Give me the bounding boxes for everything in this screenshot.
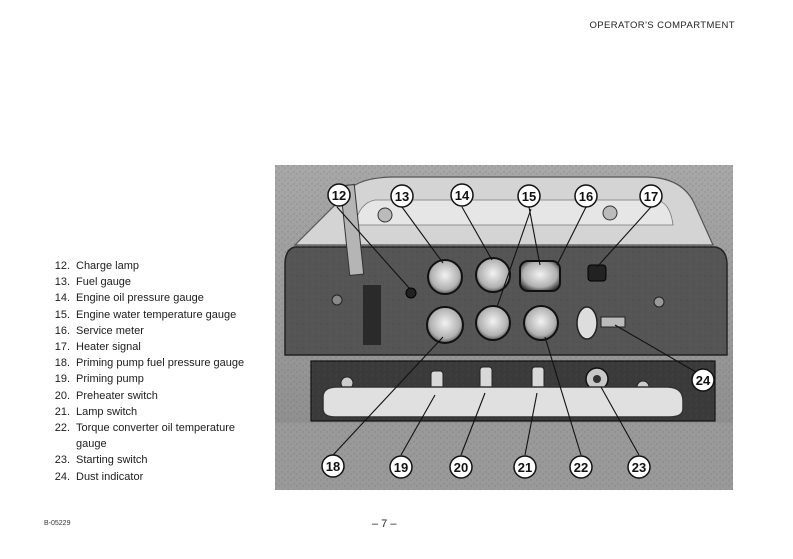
legend-item: 16. Service meter — [44, 323, 266, 339]
legend-number: 14. — [54, 292, 70, 305]
charge-lamp — [405, 287, 417, 299]
legend-number: 12. — [54, 260, 70, 272]
legend-number: 17. — [54, 341, 70, 354]
svg-text:24: 24 — [696, 373, 711, 388]
legend-label: Engine oil pressure gauge — [76, 292, 204, 305]
svg-text:14: 14 — [455, 188, 470, 203]
svg-text:20: 20 — [454, 460, 468, 475]
dust-indicator — [576, 306, 598, 340]
callout-20: 20 — [449, 455, 473, 479]
legend-label: Priming pump fuel pressure gauge — [76, 357, 245, 370]
svg-text:17: 17 — [644, 189, 658, 204]
legend-item: 24. Dust indicator — [44, 469, 266, 485]
svg-text:16: 16 — [579, 189, 593, 204]
legend-label: Dust indicator — [76, 470, 144, 483]
legend-item: 14. Engine oil pressure gauge — [44, 290, 266, 306]
svg-text:12: 12 — [332, 188, 346, 203]
svg-text:13: 13 — [395, 189, 409, 204]
legend-label: Charge lamp — [76, 260, 139, 272]
callout-24: 24 — [691, 368, 715, 392]
legend-number: 18. — [54, 357, 70, 370]
document-code: B-05229 — [44, 520, 71, 527]
fuel-gauge — [427, 259, 463, 295]
legend-number: 22. — [54, 422, 70, 435]
legend-label: Preheater switch — [76, 389, 158, 402]
page-number: – 7 – — [372, 518, 397, 530]
callout-16: 16 — [574, 184, 598, 208]
svg-text:19: 19 — [394, 460, 408, 475]
svg-text:21: 21 — [518, 460, 532, 475]
legend-label: Lamp switch — [76, 405, 138, 418]
legend-number: 15. — [54, 308, 70, 321]
leader-lines — [332, 206, 702, 456]
callout-15: 15 — [517, 184, 541, 208]
legend-number: 16. — [54, 324, 70, 337]
legend-item: 22. Torque converter oil temperature gaug… — [44, 420, 266, 452]
svg-text:15: 15 — [522, 189, 536, 204]
svg-text:23: 23 — [632, 460, 646, 475]
callout-19: 19 — [389, 455, 413, 479]
priming-pump-fuel-pressure-gauge-dial — [426, 306, 464, 344]
legend-label: Starting switch — [76, 454, 148, 467]
upper-gauges — [331, 257, 665, 308]
parts-legend: 12. Charge lamp 13. Fuel gauge 14. Engine o… — [44, 258, 266, 485]
legend-item: 17. Heater signal — [44, 339, 266, 355]
legend-number: 23. — [54, 454, 70, 467]
legend-number: 13. — [54, 276, 70, 289]
legend-number: 24. — [54, 470, 70, 483]
callout-23: 23 — [627, 455, 651, 479]
heater-signal-lamp — [587, 264, 607, 282]
callout-14: 14 — [450, 183, 474, 207]
section-header: OPERATOR'S COMPARTMENT — [589, 20, 735, 31]
legend-item: 15. Engine water temperature gauge — [44, 307, 266, 323]
svg-text:22: 22 — [574, 460, 588, 475]
callout-13: 13 — [390, 184, 414, 208]
legend-label: Priming pump — [76, 373, 144, 386]
callout-22: 22 — [569, 455, 593, 479]
legend-item: 19. Priming pump — [44, 371, 266, 387]
legend-item: 13. Fuel gauge — [44, 274, 266, 290]
legend-label: Torque converter oil temperature gauge — [76, 422, 235, 451]
legend-number: 21. — [54, 405, 70, 418]
legend-item: 21. Lamp switch — [44, 404, 266, 420]
callout-21: 21 — [513, 455, 537, 479]
instrument-panel-photo: 12 13 14 15 16 17 18 19 20 21 22 23 24 — [275, 165, 733, 490]
legend-label: Service meter — [76, 324, 144, 337]
svg-text:18: 18 — [326, 459, 340, 474]
legend-label: Engine water temperature gauge — [76, 308, 237, 321]
legend-label: Fuel gauge — [76, 276, 132, 289]
engine-oil-pressure-gauge — [475, 257, 511, 293]
legend-label: Heater signal — [76, 341, 141, 354]
callout-12: 12 — [327, 183, 351, 207]
legend-number: 19. — [54, 373, 70, 386]
legend-item: 18. Priming pump fuel pressure gauge — [44, 355, 266, 371]
lower-gauges — [426, 305, 626, 344]
legend-item: 23. Starting switch — [44, 452, 266, 468]
legend-number: 20. — [54, 389, 70, 402]
callout-17: 17 — [639, 184, 663, 208]
engine-water-temperature-gauge — [519, 260, 561, 292]
torque-converter-temp-gauge-dial — [523, 305, 559, 341]
legend-item: 20. Preheater switch — [44, 388, 266, 404]
callout-18: 18 — [321, 454, 345, 478]
grab-handle — [322, 386, 684, 418]
legend-item: 12. Charge lamp — [44, 258, 266, 274]
